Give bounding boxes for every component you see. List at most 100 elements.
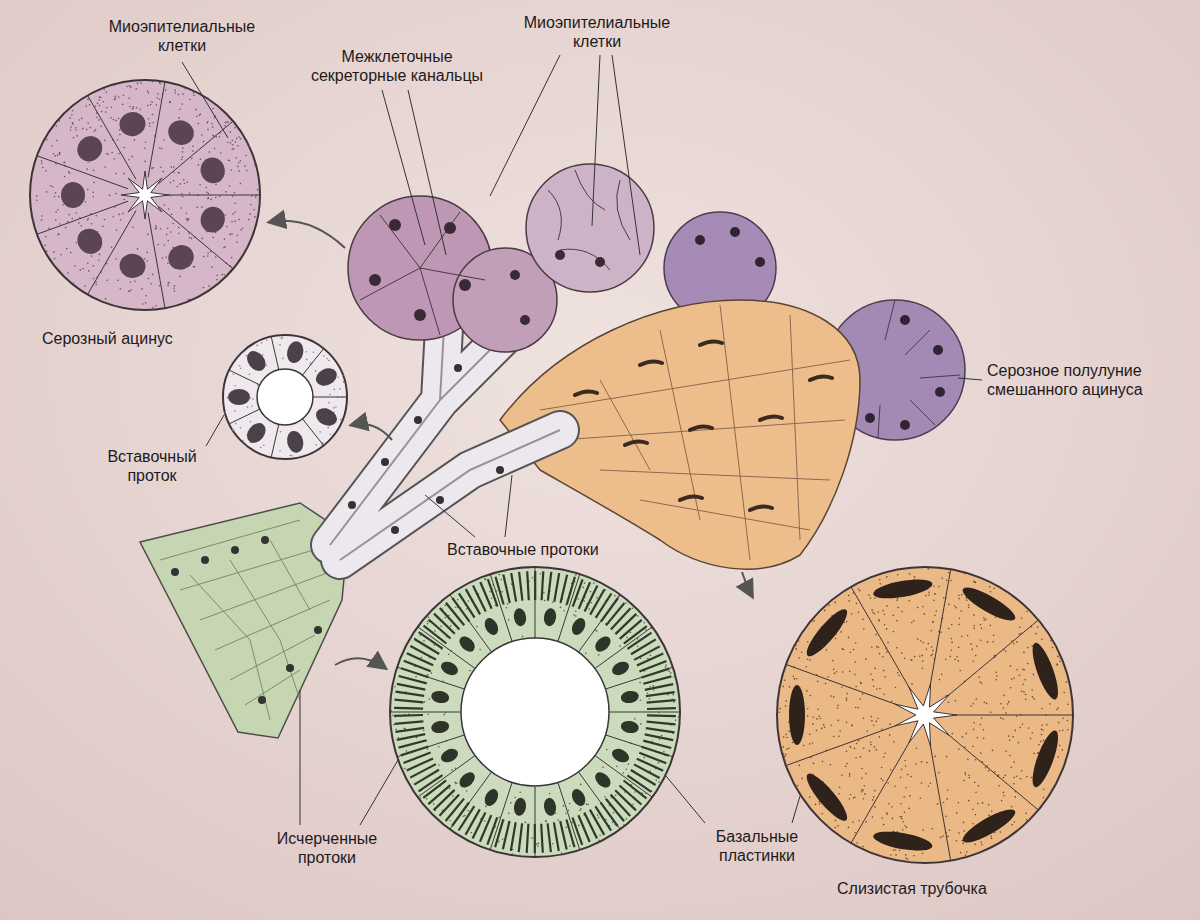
cell-detail <box>812 723 814 725</box>
cell-detail <box>281 337 283 339</box>
cell-detail <box>1009 739 1011 741</box>
cell-detail <box>1018 633 1020 635</box>
cell-detail <box>55 192 57 194</box>
cell-detail <box>1013 783 1015 785</box>
cell-detail <box>549 793 551 795</box>
cell-detail <box>501 591 503 593</box>
cell-detail <box>840 631 842 633</box>
cell-detail <box>615 614 636 634</box>
cell-detail <box>229 234 231 236</box>
cell-detail <box>851 587 912 693</box>
cell-detail <box>786 748 788 750</box>
cell-detail <box>978 785 980 787</box>
cell-detail <box>163 195 260 196</box>
cell-detail <box>57 209 59 211</box>
cell-detail <box>1002 718 1004 720</box>
cell-detail <box>649 698 651 700</box>
cell-detail <box>404 728 406 730</box>
cell-detail <box>66 248 68 250</box>
cell-detail <box>93 182 95 184</box>
cell-detail <box>850 746 852 748</box>
cell-detail <box>976 698 978 700</box>
cell-detail <box>793 676 795 678</box>
cell-detail <box>850 794 852 796</box>
cell-detail <box>155 228 157 230</box>
cell-detail <box>837 825 839 827</box>
cell-detail <box>454 781 456 783</box>
cell-detail <box>327 427 329 429</box>
cell-detail <box>285 429 306 454</box>
cell-detail <box>1059 657 1061 659</box>
cell-detail <box>1005 651 1007 653</box>
cell-detail <box>872 828 934 854</box>
cell-detail <box>504 570 506 572</box>
cell-detail <box>1014 777 1016 779</box>
cell-detail <box>896 599 898 601</box>
cell-detail <box>974 628 976 630</box>
cell-detail <box>659 739 661 741</box>
cell-detail <box>597 814 599 816</box>
cell-detail <box>192 150 194 152</box>
cell-detail <box>440 794 460 815</box>
cell-detail <box>513 797 528 817</box>
cell-detail <box>1067 720 1069 722</box>
cell-detail <box>239 365 241 367</box>
cell-detail <box>980 724 982 726</box>
cell-detail <box>107 279 109 281</box>
cell-detail <box>994 771 996 773</box>
cell-detail <box>879 653 881 655</box>
cell-detail <box>974 782 976 784</box>
cell-detail <box>128 85 130 87</box>
cell-detail <box>965 772 967 774</box>
cell-detail <box>858 588 860 590</box>
cell-detail <box>977 803 979 805</box>
cell-detail <box>207 252 209 254</box>
cell-detail <box>606 799 624 822</box>
cell-detail <box>975 759 977 761</box>
cell-detail <box>1062 717 1064 719</box>
cell-detail <box>939 679 941 681</box>
cell-detail <box>1026 819 1028 821</box>
cell-detail <box>449 788 451 790</box>
cell-detail <box>144 161 146 163</box>
cell-detail <box>945 816 947 818</box>
cell-detail <box>649 686 651 688</box>
cell-detail <box>777 567 1073 863</box>
cell-detail <box>104 166 106 168</box>
cell-detail <box>1023 669 1025 671</box>
cell-detail <box>182 156 184 158</box>
cell-detail <box>340 419 342 421</box>
cell-detail <box>846 750 848 752</box>
cell-detail <box>167 285 169 287</box>
cell-detail <box>677 688 679 690</box>
cell-detail <box>335 406 337 408</box>
cell-detail <box>893 615 895 617</box>
cell-detail <box>854 674 856 676</box>
cell-detail <box>119 134 121 136</box>
cell-detail <box>934 756 936 758</box>
cell-detail <box>909 600 911 602</box>
cell-detail <box>992 750 994 752</box>
cell-detail <box>624 626 647 644</box>
cell-detail <box>959 804 1019 848</box>
cross-sections <box>30 80 1073 863</box>
cell-detail <box>917 638 919 640</box>
cell-detail <box>229 185 231 187</box>
cell-detail <box>428 713 430 715</box>
cell-detail <box>78 119 80 121</box>
cell-detail <box>122 104 124 106</box>
cell-detail <box>440 608 460 629</box>
cell-detail <box>254 216 256 218</box>
cell-detail <box>924 613 926 615</box>
cell-detail <box>1011 824 1013 826</box>
cell-detail <box>200 113 202 115</box>
cell-detail <box>61 182 85 208</box>
cell-detail <box>852 822 854 824</box>
cell-detail <box>884 614 886 616</box>
cell-detail <box>948 604 950 606</box>
cell-detail <box>593 582 595 584</box>
cell-detail <box>867 850 869 852</box>
cell-detail <box>147 105 149 107</box>
cell-detail <box>789 685 805 745</box>
cell-detail <box>496 572 498 574</box>
